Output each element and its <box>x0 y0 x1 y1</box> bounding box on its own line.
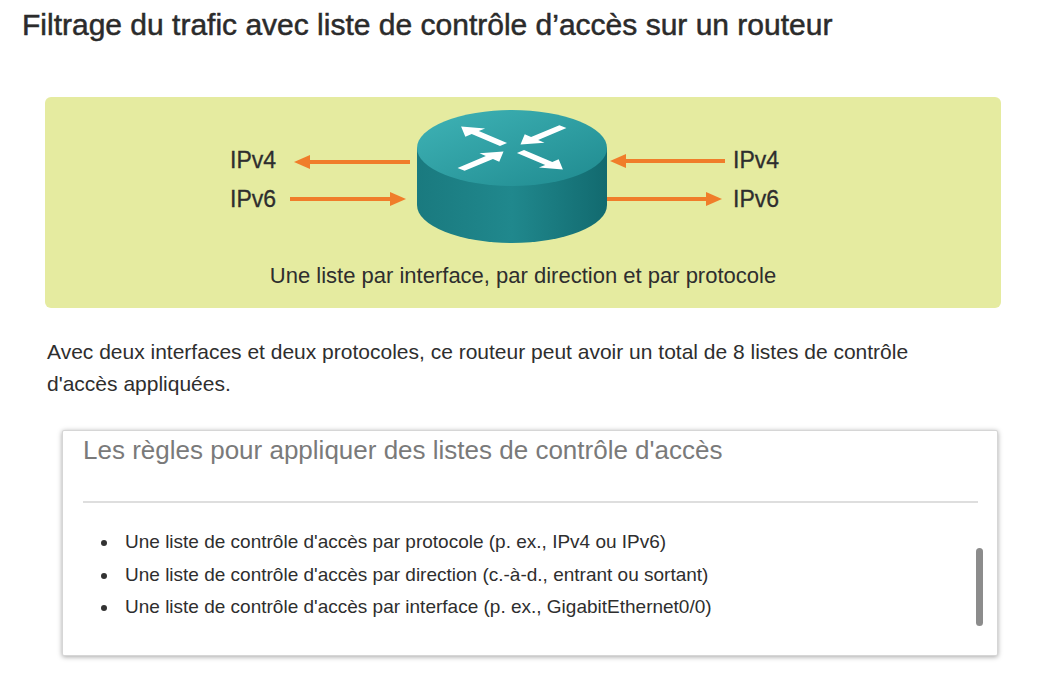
bullet-item: Une liste de contrôle d'accès par interf… <box>125 596 712 618</box>
protocol-label: IPv6 <box>733 186 779 213</box>
page-title: Filtrage du trafic avec liste de contrôl… <box>22 8 832 42</box>
heading-rule <box>83 502 978 503</box>
box-heading: Les règles pour appliquer des listes de … <box>83 435 722 466</box>
bullet-item: Une liste de contrôle d'accès par protoc… <box>125 531 666 553</box>
rules-box: Les règles pour appliquer des listes de … <box>62 430 998 656</box>
bullet-dot <box>101 605 107 611</box>
scrollbar <box>976 548 983 626</box>
protocol-label: IPv6 <box>230 186 276 213</box>
bullet-dot <box>101 573 107 579</box>
protocol-label: IPv4 <box>733 147 779 174</box>
protocol-label: IPv4 <box>230 147 276 174</box>
router-symbol <box>417 110 607 243</box>
description-text: Avec deux interfaces et deux protocoles,… <box>47 336 927 399</box>
bullet-item: Une liste de contrôle d'accès par direct… <box>125 564 708 586</box>
bullet-dot <box>101 540 107 546</box>
panel-caption: Une liste par interface, par direction e… <box>45 263 1001 289</box>
traffic-arrows <box>290 154 725 206</box>
